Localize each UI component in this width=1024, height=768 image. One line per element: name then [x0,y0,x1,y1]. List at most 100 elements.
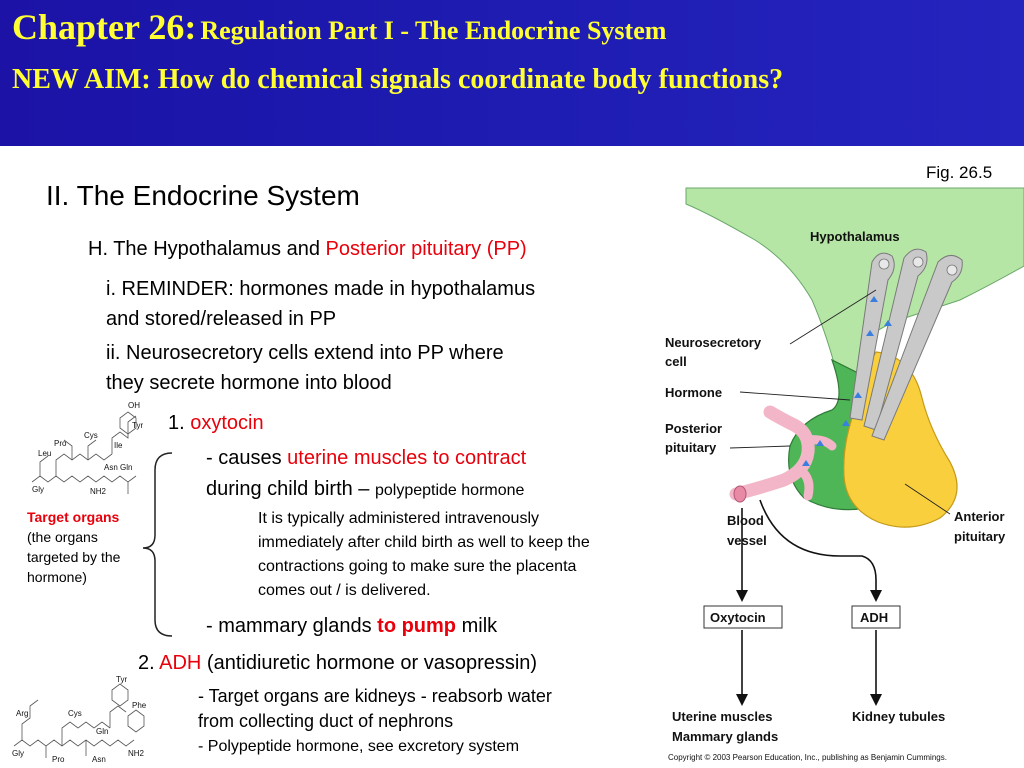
oxytocin-heading: 1. oxytocin [168,412,264,435]
molecule-label: Cys [68,709,82,718]
chapter-subtitle: Regulation Part I - The Endocrine System [200,16,667,45]
hormone-marker [866,330,874,336]
oxytocin-box-label: Oxytocin [710,610,766,625]
blood-vessel-branch [801,435,837,451]
neurosecretory-label: Neurosecretory [665,335,762,350]
oxytocin-cause-line2: during child birth – polypeptide hormone [206,474,526,506]
arrow-head [870,590,882,602]
adh-heading: 2. ADH (antidiuretic hormone or vasopres… [138,652,537,675]
adh-box-label: ADH [860,610,888,625]
point-i-line2: and stored/released in PP [106,308,337,330]
blood-vessel-branch [795,465,814,501]
oxytocin-cause-line1: - causes uterine muscles to contract [206,443,526,474]
molecule-label: Leu [38,449,51,458]
oxytocin-note-line: contractions going to make sure the plac… [258,558,577,575]
point-i: i. REMINDER: hormones made in hypothalam… [106,274,535,334]
cell-nucleus [946,264,958,276]
molecule-label: OH [128,401,140,410]
section-title: II. The Endocrine System [46,180,360,211]
oxytocin-molecule-diagram: OH Tyr Leu Pro Cys Ile Gly Asn Gln NH2 [31,401,143,496]
molecule-label: Pro [54,439,67,448]
cell-nucleus [878,258,890,270]
neurosecretory-cell [871,255,963,441]
adh-description: (antidiuretic hormone or vasopressin) [201,652,538,674]
leader-line [789,289,877,345]
target-organs-line: hormone) [27,569,87,585]
adh-box [851,605,901,629]
mammary-highlight: to pump [377,615,457,637]
hypothalamus-label: Hypothalamus [810,229,900,244]
neurosecretory-cell [849,252,895,421]
aim-title: NEW AIM: How do chemical signals coordin… [12,64,784,95]
target-right-label: Kidney tubules [852,709,945,724]
hormone-marker [816,440,824,446]
molecule-label: Gly [32,485,44,494]
copyright-text: Copyright © 2003 Pearson Education, Inc.… [668,753,947,762]
hormone-label: Hormone [665,385,722,400]
oxytocin-box [703,605,783,629]
molecule-label: NH2 [128,749,145,758]
molecule-label: Gly [12,749,24,758]
neurosecretory-label-2: cell [665,354,687,369]
mammary-suffix: milk [456,615,498,637]
target-organs-note: Target organs (the organs targeted by th… [27,507,120,587]
figure-label: Fig. 26.5 [926,163,993,182]
molecule-label: Ile [114,441,123,450]
oxytocin-cause-small: polypeptide hormone [374,482,525,499]
subsection-heading: H. The Hypothalamus and Posterior pituit… [88,238,527,261]
adh-name: ADH [159,652,202,674]
posterior-label: Posterior [665,421,722,436]
blood-vessel-opening [733,485,747,503]
blood-vessel [729,405,815,501]
molecule-label: Cys [84,431,98,440]
point-ii-line1: ii. Neurosecretory cells extend into PP … [106,342,504,364]
leader-line [739,391,851,401]
subsection-highlight: Posterior pituitary (PP) [325,238,527,260]
oxytocin-note-line: comes out / is delivered. [258,582,431,599]
point-i-line1: i. REMINDER: hormones made in hypothalam… [106,278,536,300]
chapter-title: Chapter 26: [12,7,197,47]
molecule-label: NH2 [90,487,107,496]
anterior-label-2: pituitary [954,529,1006,544]
oxytocin-note-line: It is typically administered intravenous… [258,510,540,527]
oxytocin-note: It is typically administered intravenous… [258,507,590,603]
oxytocin-note-line: immediately after child birth as well to… [258,534,590,551]
point-ii-line2: they secrete hormone into blood [106,372,392,394]
oxytocin-number: 1. [168,412,191,434]
molecule-label: Pro [52,755,65,764]
hormone-marker [802,460,810,466]
molecule-label: Gln [120,463,132,472]
oxytocin-cause-text: during child birth – [206,478,375,500]
oxytocin-cause: - causes uterine muscles to contract dur… [206,443,526,506]
adh-line1: - Target organs are kidneys - reabsorb w… [198,686,552,706]
anterior-label: Anterior [954,509,1005,524]
adh-molecule-diagram: Cys Tyr Phe Arg Gly Pro Asn Gln NH2 [12,676,147,764]
oxytocin-cause-prefix: - causes [206,447,288,469]
molecule-label: Tyr [132,421,143,430]
posterior-label-2: pituitary [665,440,717,455]
target-left-label: Uterine muscles [672,709,772,724]
leader-line [729,445,791,449]
oxytocin-mammary: - mammary glands to pump milk [206,615,497,638]
subsection-prefix: H. The Hypothalamus and [88,238,326,260]
hormone-marker [884,320,892,326]
mammary-prefix: - mammary glands [206,615,378,637]
arrow-head [736,590,748,602]
adh-line3: - Polypeptide hormone, see excretory sys… [198,738,520,755]
arrow-head [736,694,748,706]
arrow-head [870,694,882,706]
neurosecretory-cell [863,248,928,431]
adh-line2: from collecting duct of nephrons [198,711,454,731]
hormone-marker [842,420,850,426]
flow-line-right [759,499,877,592]
point-ii: ii. Neurosecretory cells extend into PP … [106,338,504,398]
oxytocin-name: oxytocin [190,412,264,434]
molecule-label: Asn [104,463,118,472]
target-organs-title: Target organs [27,509,120,525]
blood-vessel-label-2: vessel [727,533,767,548]
target-organs-line: targeted by the [27,549,121,565]
molecule-label: Arg [16,709,28,718]
molecule-label: Gln [96,727,108,736]
hormone-marker [870,296,878,302]
